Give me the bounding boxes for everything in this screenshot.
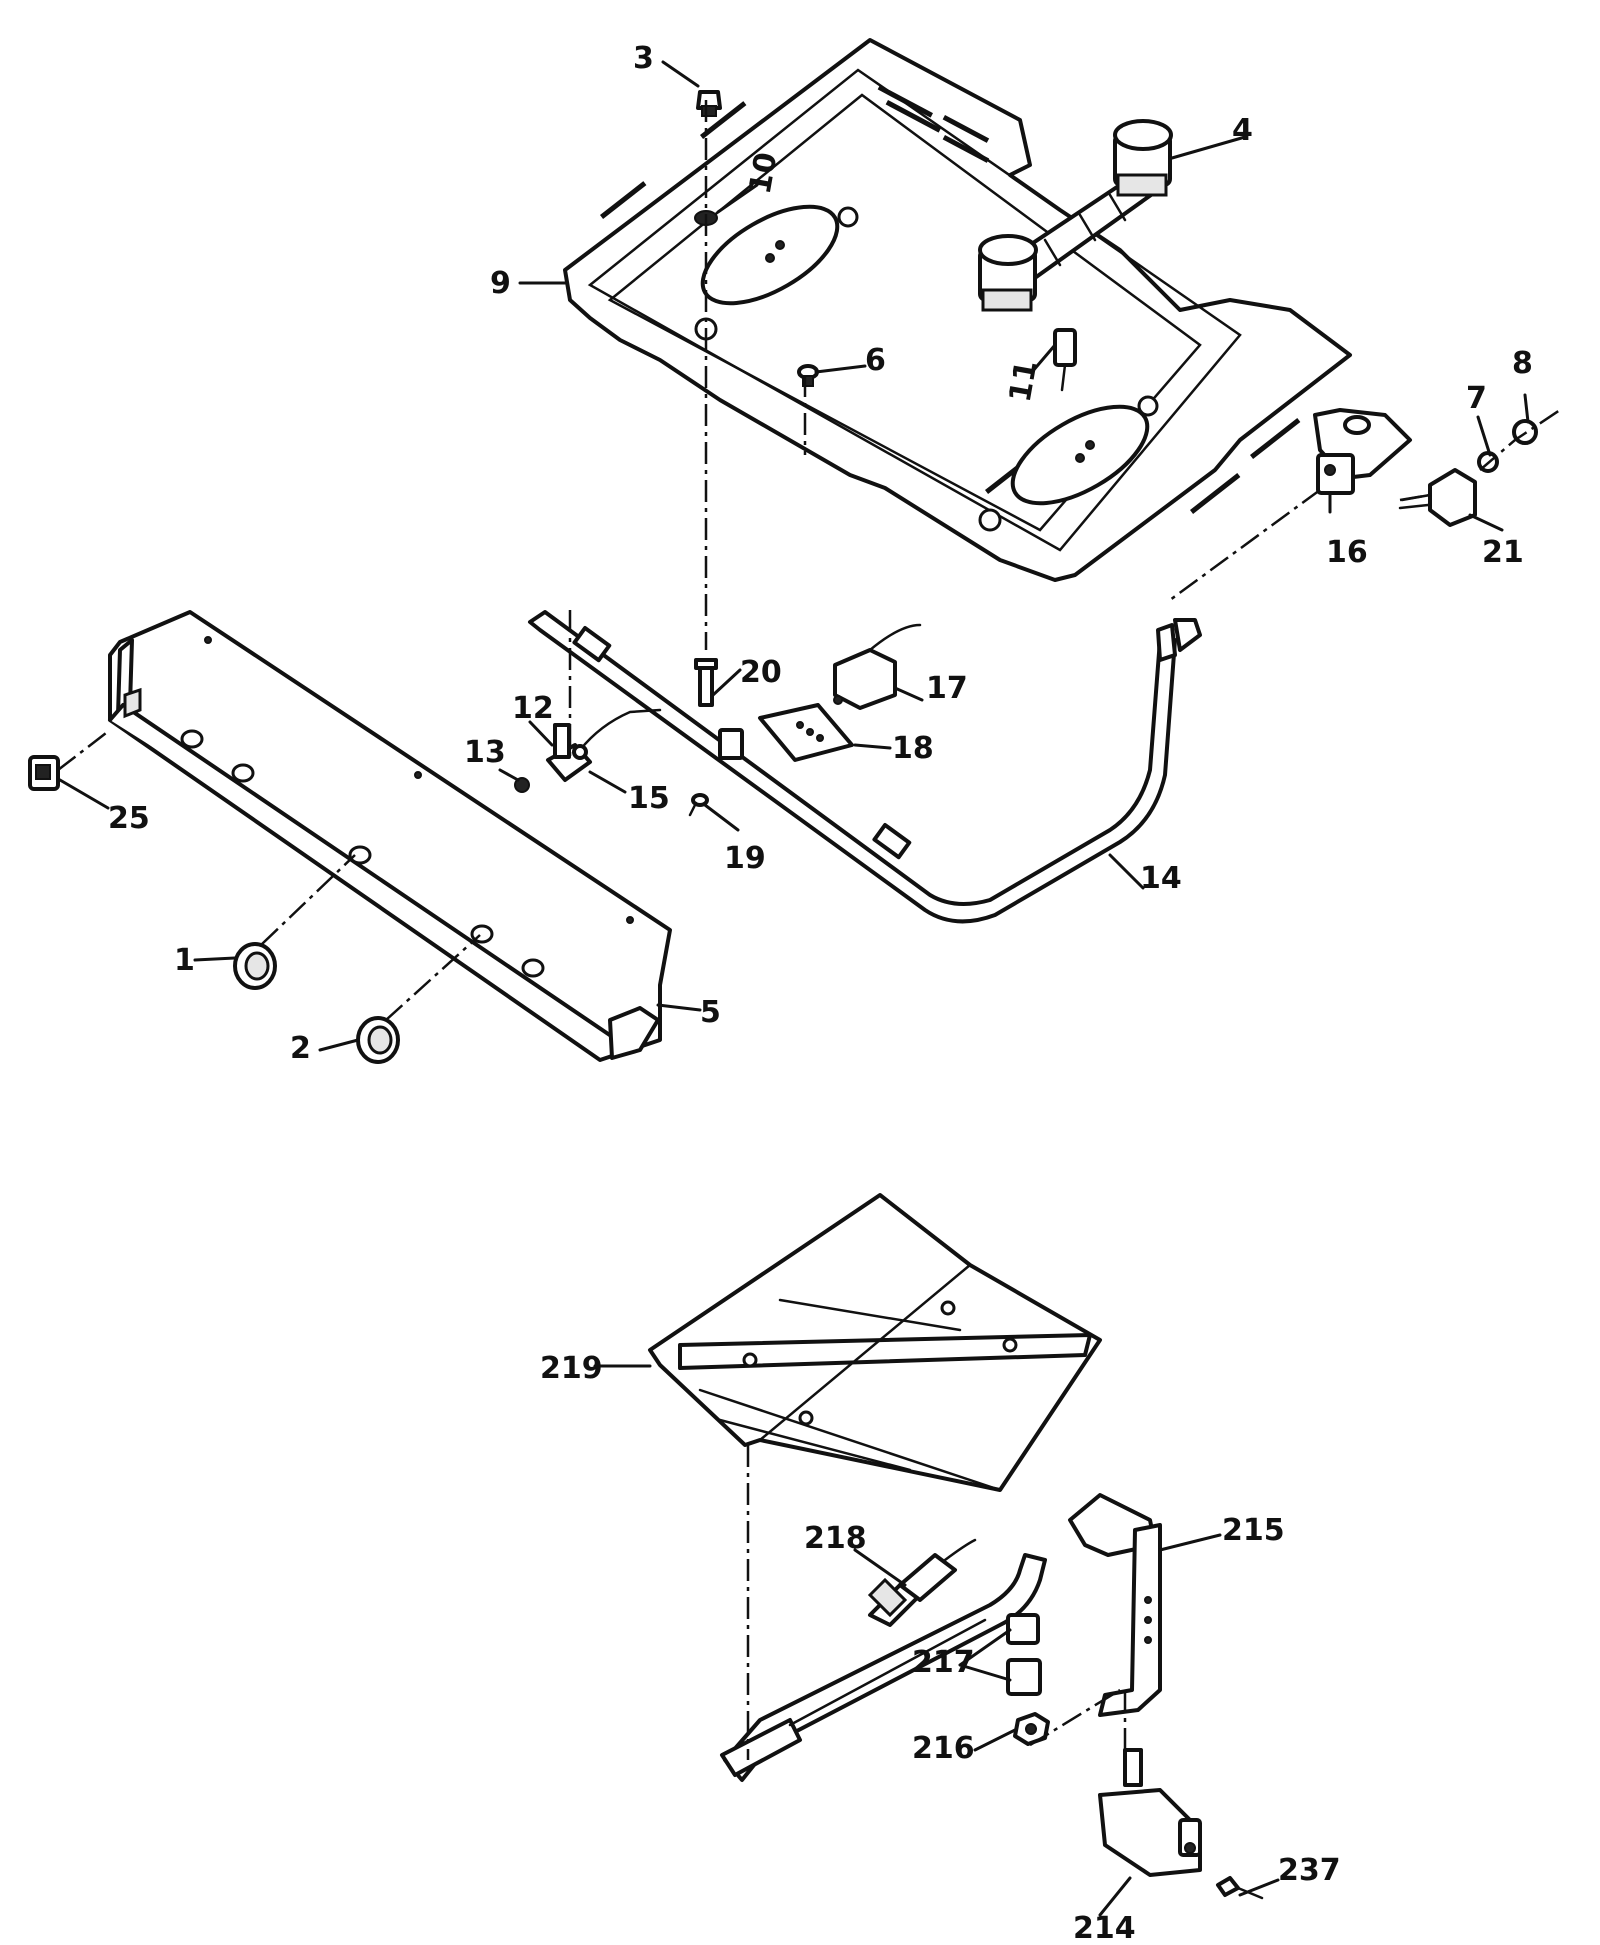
clip-11 xyxy=(1053,328,1077,392)
callout-21: 21 xyxy=(1482,535,1524,570)
valve-15 xyxy=(546,708,662,782)
callout-25: 25 xyxy=(108,801,150,836)
callout-15: 15 xyxy=(628,781,670,816)
callout-214: 214 xyxy=(1073,1911,1136,1945)
callout-16: 16 xyxy=(1326,535,1368,570)
callout-10: 10 xyxy=(743,150,785,197)
orifice-20 xyxy=(694,658,718,707)
bracket-215 xyxy=(1068,1493,1162,1717)
callout-215: 215 xyxy=(1222,1513,1285,1548)
callout-7: 7 xyxy=(1466,381,1487,416)
bracket-18 xyxy=(758,703,854,762)
callout-9: 9 xyxy=(490,266,511,301)
top-burner-valve-pair xyxy=(978,119,1173,312)
igniter-218 xyxy=(867,1538,977,1627)
nut-216 xyxy=(1013,1712,1050,1746)
callout-1: 1 xyxy=(174,943,195,978)
orifice-217 xyxy=(1006,1613,1042,1696)
panel-clip-25 xyxy=(28,755,60,791)
screw-19 xyxy=(688,793,709,817)
callout-218: 218 xyxy=(804,1521,867,1556)
callout-4: 4 xyxy=(1232,113,1253,148)
orifice-237 xyxy=(1216,1876,1264,1900)
callout-11: 11 xyxy=(1003,358,1045,405)
knob-2 xyxy=(356,1016,400,1064)
callout-237: 237 xyxy=(1278,1853,1341,1888)
callout-216: 216 xyxy=(912,1731,975,1766)
callout-3: 3 xyxy=(633,41,654,76)
baffle-219 xyxy=(648,1193,1102,1492)
callout-2: 2 xyxy=(290,1031,311,1066)
pressure-regulator xyxy=(1313,408,1412,495)
callout-20: 20 xyxy=(740,655,782,690)
callout-8: 8 xyxy=(1512,346,1533,381)
valve-214 xyxy=(1098,1748,1202,1877)
callout-5: 5 xyxy=(700,995,721,1030)
callout-17: 17 xyxy=(926,671,968,706)
callout-19: 19 xyxy=(724,841,766,876)
callout-217: 217 xyxy=(912,1645,975,1680)
manifold-pipe xyxy=(528,610,1202,924)
nut-13 xyxy=(514,777,530,793)
callout-18: 18 xyxy=(892,731,934,766)
knob-1 xyxy=(233,942,277,990)
callout-12: 12 xyxy=(512,691,554,726)
burner-box-pan xyxy=(563,38,1352,582)
control-panel-5 xyxy=(108,610,672,1062)
oven-burner-tube xyxy=(720,1553,1047,1782)
leader-lines xyxy=(58,60,1530,1917)
callout-6: 6 xyxy=(865,343,886,378)
callout-219: 219 xyxy=(540,1351,603,1386)
grommet-3 xyxy=(696,90,722,117)
callout-14: 14 xyxy=(1140,861,1182,896)
callout-13: 13 xyxy=(464,735,506,770)
igniter-17 xyxy=(833,623,922,710)
